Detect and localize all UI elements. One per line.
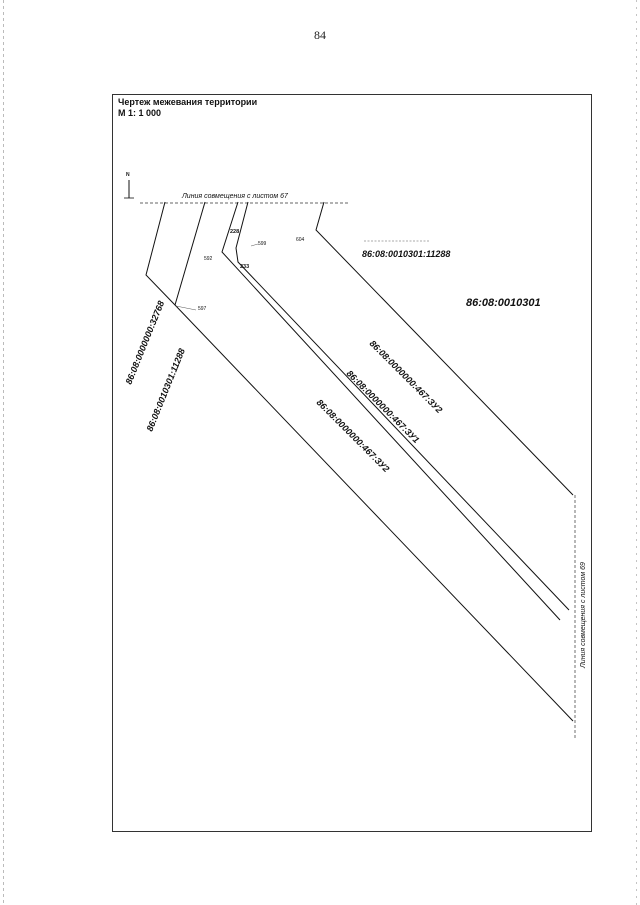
north-arrow-label: N <box>126 172 130 178</box>
match-line-right-label: Линия совмещения с листом 69 <box>580 562 587 669</box>
point-597: 597 <box>198 306 207 312</box>
point-599: 599 <box>258 241 267 247</box>
boundary-zu1-left <box>221 201 561 621</box>
drawing-scale: М 1: 1 000 <box>118 108 162 118</box>
label-quarter: 86:08:0010301 <box>466 297 541 309</box>
page-number: 84 <box>314 28 326 42</box>
scan-edge-right <box>636 0 637 905</box>
point-592: 592 <box>204 256 213 262</box>
label-parcel-11288-top: 86:08:0010301:11288 <box>362 249 450 259</box>
point-leaders <box>175 240 430 311</box>
point-233: 233 <box>240 264 249 270</box>
boundary-zu1-right <box>235 201 570 611</box>
boundary-left-inner <box>174 201 206 306</box>
scan-edge-left <box>3 0 4 905</box>
drawing-title-block: Чертеж межевания территории М 1: 1 000 <box>118 97 257 119</box>
label-parcel-32768: 86:08:0000000:32768 <box>124 299 167 385</box>
boundary-east <box>315 201 574 496</box>
point-228: 228 <box>230 229 239 235</box>
drawing-frame <box>112 94 592 832</box>
drawing-title: Чертеж межевания территории <box>118 97 258 107</box>
label-parcel-11288-left: 86:08:0010301:11288 <box>145 347 187 433</box>
point-604: 604 <box>296 237 305 243</box>
parcel-boundaries <box>145 201 574 722</box>
match-line-top-label: Линия совмещения с листом 67 <box>181 193 289 200</box>
north-arrow-icon: N <box>124 172 134 199</box>
boundary-outer-left <box>145 201 574 722</box>
